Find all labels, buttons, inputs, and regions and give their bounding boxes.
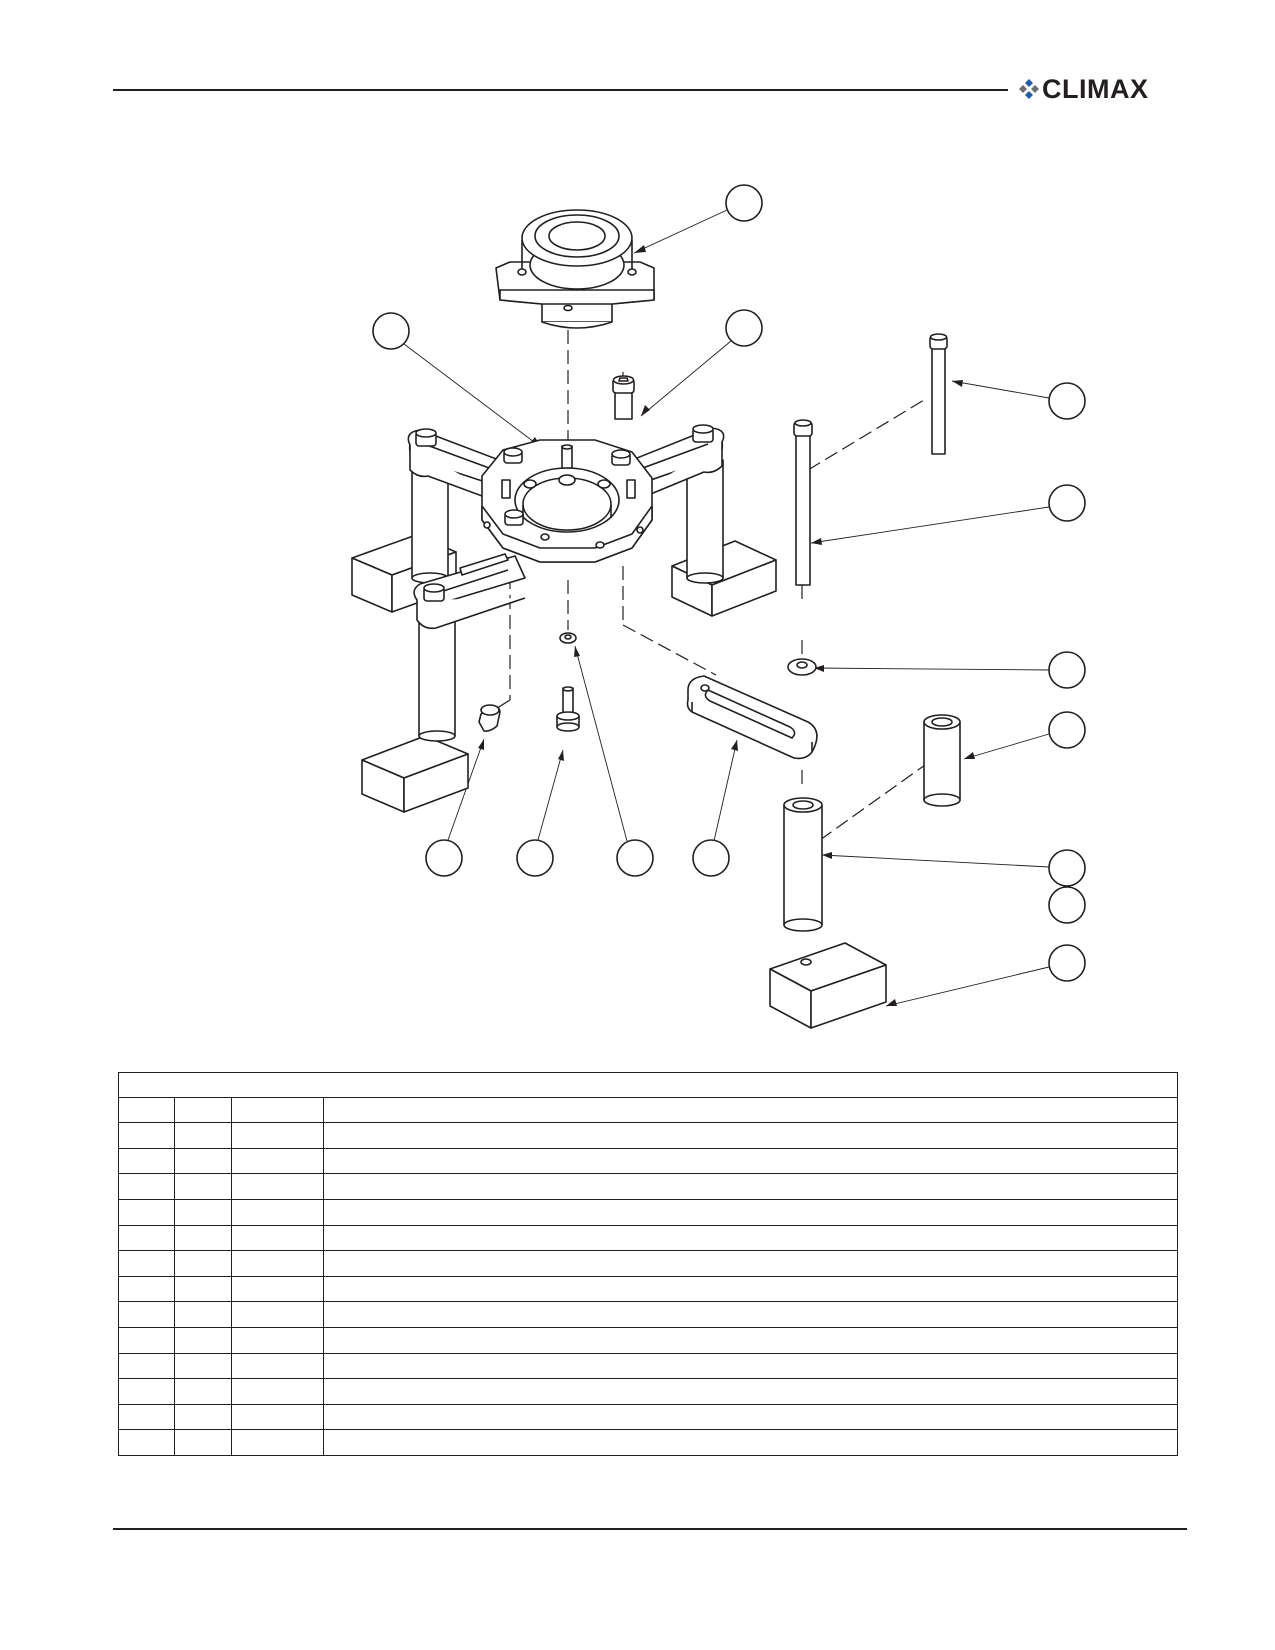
table-row bbox=[118, 1173, 1178, 1200]
table-row bbox=[118, 1326, 1178, 1354]
cap-screw-short bbox=[612, 375, 635, 420]
exploded-assembly-drawing bbox=[351, 184, 1086, 1029]
logo-mark-icon bbox=[1019, 79, 1039, 99]
cap-screw-long-right bbox=[929, 333, 948, 455]
logo-text: CLIMAX bbox=[1042, 73, 1149, 104]
leader-arrowheads bbox=[478, 245, 975, 1006]
spacer-long bbox=[783, 797, 823, 932]
phantom-lines bbox=[493, 330, 926, 841]
slotted-arm-loose bbox=[686, 675, 818, 760]
table-row bbox=[118, 1403, 1178, 1431]
chuck-adapter bbox=[495, 209, 655, 329]
small-washer bbox=[559, 632, 577, 644]
table-row bbox=[118, 1224, 1178, 1252]
table-row bbox=[118, 1429, 1178, 1456]
table-row bbox=[118, 1147, 1178, 1175]
assembled-stand bbox=[351, 424, 777, 813]
footer-rule bbox=[113, 1528, 1187, 1530]
leader-lines bbox=[403, 209, 1050, 1007]
table-row bbox=[118, 1301, 1178, 1328]
washer bbox=[787, 658, 817, 676]
callout-balloons bbox=[372, 184, 1086, 982]
parts-table-title-row bbox=[118, 1072, 1178, 1098]
header-rule bbox=[113, 89, 1008, 91]
table-row bbox=[118, 1250, 1178, 1277]
cap-screw-long-left bbox=[793, 419, 813, 586]
table-row bbox=[118, 1378, 1178, 1405]
spacer-short bbox=[923, 714, 961, 807]
foot-block-right bbox=[769, 942, 887, 1029]
parts-list-table bbox=[118, 1072, 1178, 1456]
dowel-pin bbox=[478, 704, 501, 732]
parts-table-header-row bbox=[118, 1096, 1178, 1124]
arm-cap-screws bbox=[415, 424, 714, 602]
table-row bbox=[118, 1275, 1178, 1303]
table-row bbox=[118, 1122, 1178, 1149]
table-row bbox=[118, 1198, 1178, 1226]
table-row bbox=[118, 1352, 1178, 1380]
climax-logo: CLIMAX bbox=[1018, 73, 1149, 105]
shoulder-bolt bbox=[556, 686, 580, 732]
